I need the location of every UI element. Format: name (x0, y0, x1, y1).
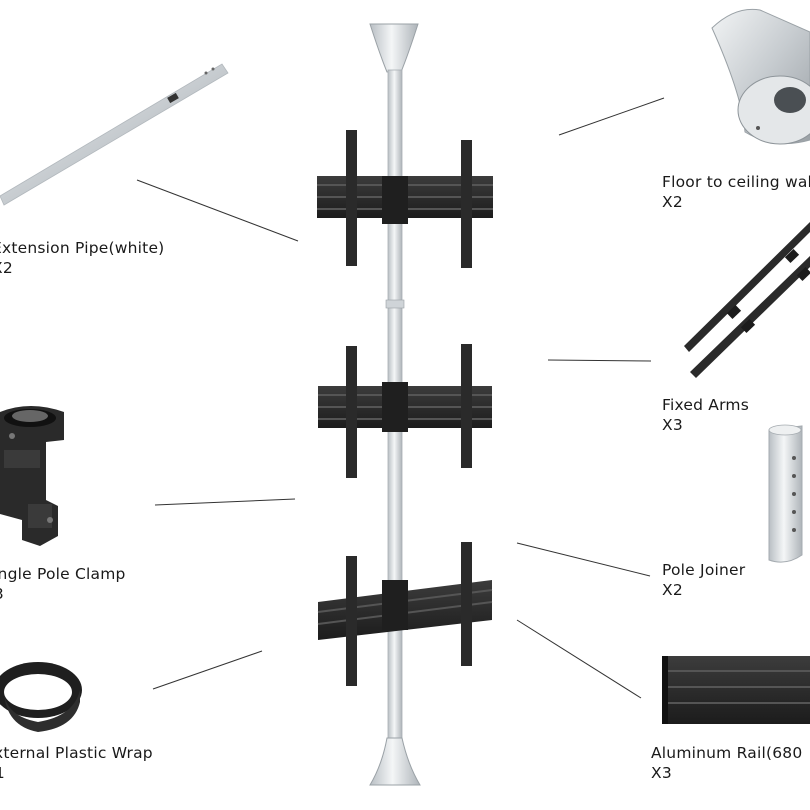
leader-external-plastic-wrap (152, 650, 263, 690)
label-extension-pipe: Extension Pipe(white) X2 (0, 238, 164, 278)
leader-lines (136, 97, 665, 699)
label-single-pole-clamp: Single Pole Clamp X3 (0, 564, 126, 604)
mount-top (317, 130, 493, 268)
label-aluminum-rail: Aluminum Rail(680 X3 (651, 743, 802, 783)
leader-floor-to-ceiling-wall (558, 97, 665, 136)
leader-extension-pipe (136, 179, 299, 242)
part-qty: X3 (662, 416, 683, 434)
leader-aluminum-rail (516, 619, 642, 699)
central-pole-assembly (317, 23, 493, 786)
part-name: Aluminum Rail(680 (651, 744, 803, 762)
part-name: Extension Pipe(white) (0, 239, 165, 257)
part-qty: X3 (0, 584, 126, 604)
part-name: Pole Joiner (662, 561, 746, 579)
mount-middle (318, 344, 492, 478)
part-qty: X1 (0, 763, 153, 783)
part-name: Single Pole Clamp (0, 565, 126, 583)
label-floor-to-ceiling-wall: Floor to ceiling wall X2 (662, 172, 810, 212)
part-qty: X2 (662, 193, 683, 211)
label-external-plastic-wrap: External Plastic Wrap X1 (0, 743, 153, 783)
mount-bottom (317, 542, 493, 686)
part-qty: X3 (651, 764, 672, 782)
leader-fixed-arms (547, 359, 652, 362)
fixed-arms-image (684, 222, 810, 378)
part-qty: X2 (662, 581, 683, 599)
aluminum-rail-image (662, 656, 810, 724)
part-name: External Plastic Wrap (0, 744, 153, 762)
pole-joiner-image (768, 424, 803, 563)
single-pole-clamp-image (0, 406, 64, 546)
leader-single-pole-clamp (154, 498, 296, 506)
part-name: Floor to ceiling wall (662, 173, 810, 191)
part-name: Fixed Arms (662, 396, 749, 414)
floor-to-ceiling-wall-image (711, 8, 810, 145)
label-pole-joiner: Pole Joiner X2 (662, 560, 745, 600)
ceiling-cup (369, 23, 419, 73)
extension-pipe-image (0, 63, 229, 206)
external-plastic-wrap-image (0, 662, 82, 732)
leader-pole-joiner (516, 542, 651, 577)
floor-cup (369, 737, 421, 786)
part-qty: X2 (0, 259, 13, 277)
label-fixed-arms: Fixed Arms X3 (662, 395, 749, 435)
pole-joiner-band (385, 299, 405, 309)
